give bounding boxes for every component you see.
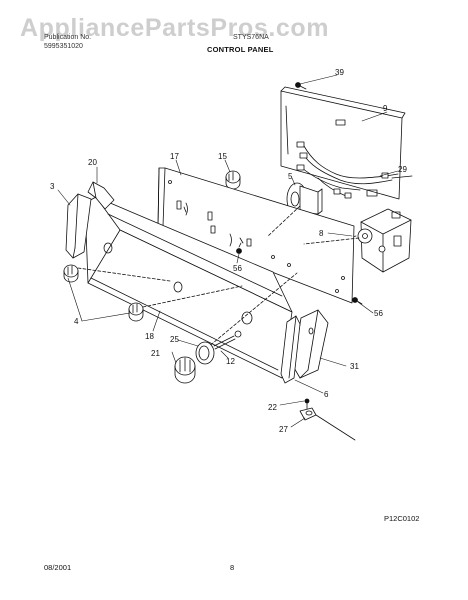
rear-bracket-part-9 bbox=[280, 86, 406, 200]
spring-part-12 bbox=[213, 330, 242, 350]
selector-switch-part-5 bbox=[286, 182, 323, 216]
publication-label: Publication No. bbox=[44, 34, 92, 41]
washer-part-25 bbox=[195, 341, 215, 365]
knob-part-15 bbox=[225, 170, 241, 190]
callout-56-right: 56 bbox=[374, 309, 383, 318]
screw-part-56-center bbox=[236, 242, 242, 254]
callout-8: 8 bbox=[319, 229, 324, 238]
control-panel-housing-part-18 bbox=[84, 196, 293, 379]
section-title: CONTROL PANEL bbox=[207, 45, 274, 54]
screw-part-39 bbox=[295, 82, 307, 90]
callout-9: 9 bbox=[383, 104, 388, 113]
left-end-cap-part-20 bbox=[87, 181, 115, 210]
callout-18: 18 bbox=[145, 332, 154, 341]
leader-lines bbox=[57, 74, 399, 428]
callout-25: 25 bbox=[170, 335, 179, 344]
callout-3: 3 bbox=[50, 182, 55, 191]
knob-part-4-middle bbox=[128, 302, 144, 322]
watermark: AppliancePartsPros.com bbox=[20, 14, 330, 42]
figure-id: P12C0102 bbox=[384, 514, 420, 523]
callout-29: 29 bbox=[398, 165, 407, 174]
left-side-trim-part-3 bbox=[65, 193, 92, 259]
knob-part-4-left bbox=[63, 264, 79, 283]
callout-labels: 39 9 17 15 20 3 5 29 8 56 56 4 18 25 21 … bbox=[50, 68, 407, 434]
callout-12: 12 bbox=[226, 357, 235, 366]
callout-22: 22 bbox=[268, 403, 277, 412]
assembly-shafts bbox=[77, 205, 360, 349]
knob-part-21 bbox=[174, 356, 196, 384]
callout-21: 21 bbox=[151, 349, 160, 358]
timer-part-8 bbox=[347, 208, 412, 273]
publication-number: 5995351020 bbox=[44, 43, 83, 50]
screw-part-56-right bbox=[352, 297, 363, 305]
clip-part-27 bbox=[299, 407, 356, 441]
callout-31: 31 bbox=[350, 362, 359, 371]
callout-20: 20 bbox=[88, 158, 97, 167]
mounting-plate-part-17 bbox=[157, 167, 355, 304]
callout-5: 5 bbox=[288, 172, 293, 181]
right-end-cap-part-31 bbox=[292, 309, 329, 379]
callout-27: 27 bbox=[279, 425, 288, 434]
callout-4: 4 bbox=[74, 317, 79, 326]
callout-56-center: 56 bbox=[233, 264, 242, 273]
page-number: 8 bbox=[230, 563, 235, 572]
footer-date: 08/2001 bbox=[44, 563, 72, 572]
callout-17: 17 bbox=[170, 152, 179, 161]
model-number: STYS76NA bbox=[233, 34, 269, 41]
callout-39: 39 bbox=[335, 68, 344, 77]
right-side-trim-part-6 bbox=[280, 315, 301, 384]
callout-6: 6 bbox=[324, 390, 329, 399]
callout-15: 15 bbox=[218, 152, 227, 161]
